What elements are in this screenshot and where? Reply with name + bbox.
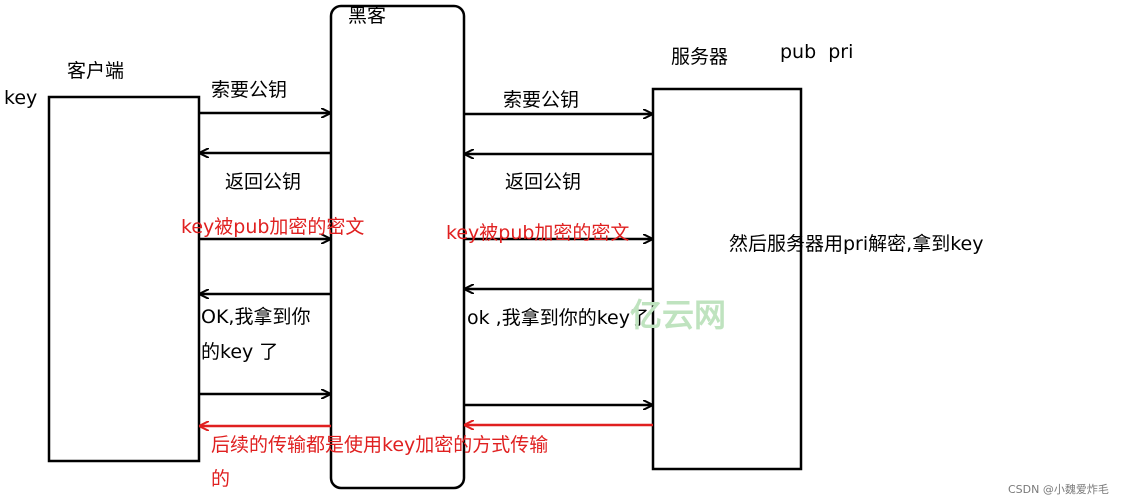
right-ok-label: ok ,我拿到你的key了 bbox=[467, 306, 649, 329]
server-decrypt-label: 然后服务器用pri解密,拿到key bbox=[729, 232, 983, 255]
subsequent-label-2: 的 bbox=[211, 468, 230, 490]
hacker-title: 黑客 bbox=[348, 5, 386, 27]
footer-credit: CSDN @小魏爱炸毛 bbox=[1008, 482, 1109, 496]
watermark-logo: 亿云网 bbox=[630, 296, 726, 334]
left-ok-label-2: 的key 了 bbox=[201, 341, 278, 363]
left-return-label: 返回公钥 bbox=[225, 171, 301, 193]
client-title: 客户端 bbox=[67, 60, 124, 82]
server-title: 服务器 bbox=[671, 46, 728, 68]
right-return-label: 返回公钥 bbox=[505, 171, 581, 193]
pub-pri-label: pub pri bbox=[780, 41, 853, 63]
left-cipher-label: key被pub加密的密文 bbox=[181, 216, 364, 238]
key-label: key bbox=[4, 87, 37, 109]
client-box bbox=[47, 95, 201, 463]
right-cipher-label: key被pub加密的密文 bbox=[446, 222, 629, 244]
left-ok-label-1: OK,我拿到你 bbox=[201, 305, 310, 328]
right-request-label: 索要公钥 bbox=[503, 89, 579, 111]
hacker-box bbox=[329, 4, 466, 490]
server-box bbox=[651, 87, 803, 471]
subsequent-label-1: 后续的传输都是使用key加密的方式传输 bbox=[211, 434, 548, 456]
left-request-label: 索要公钥 bbox=[211, 79, 287, 101]
